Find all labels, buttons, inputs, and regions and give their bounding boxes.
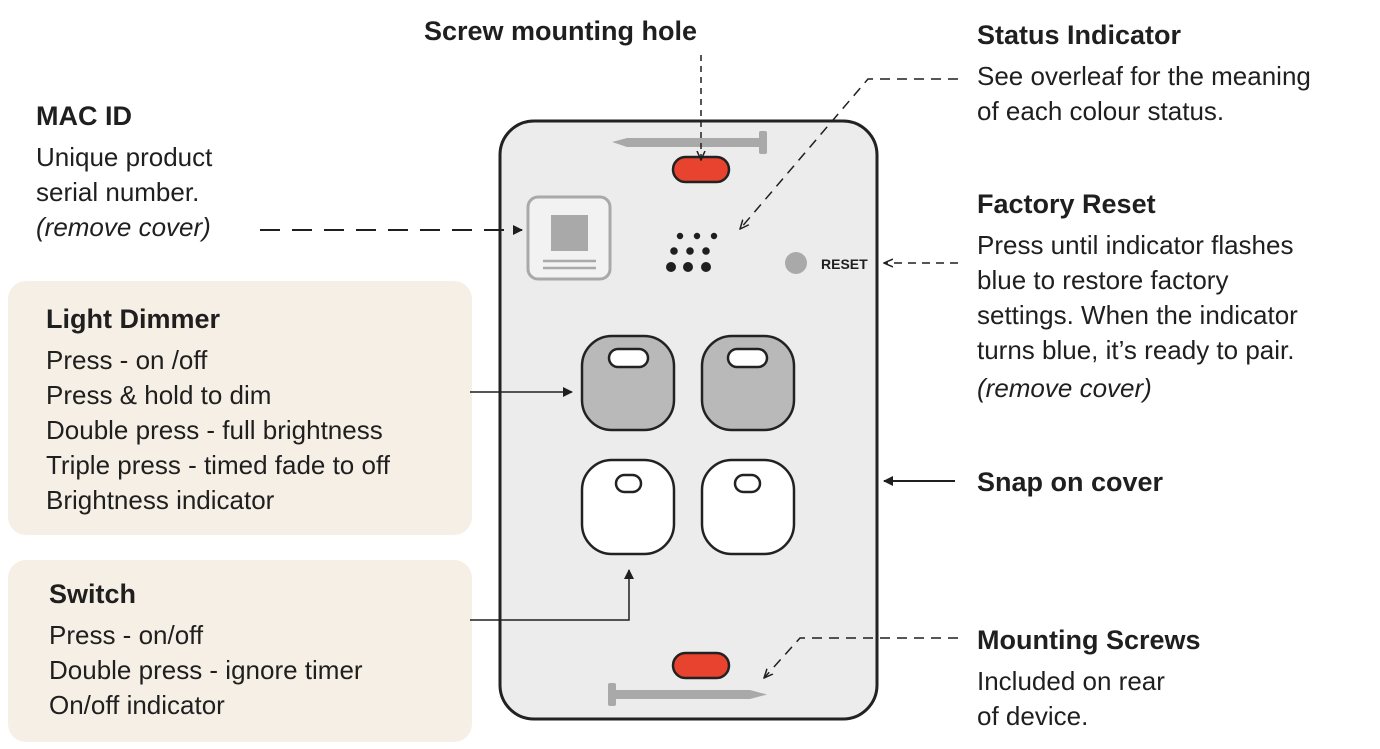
screw-icon [612,131,767,154]
factory-reset-note: (remove cover) [977,373,1152,403]
switch-title: Switch [49,579,137,609]
factory-reset-callout: Factory Reset Press until indicator flas… [977,188,1298,406]
mac-id-callout: MAC ID Unique product serial number. (re… [36,100,212,245]
mounting-screws-line: Included on rear [977,666,1165,696]
switch-line: Double press - ignore timer [49,655,363,685]
mounting-screws-title: Mounting Screws [977,625,1201,655]
reset-label: RESET [821,256,868,272]
factory-reset-line: settings. When the indicator [977,300,1298,330]
factory-reset-line: blue to restore factory [977,265,1229,295]
mac-id-line: Unique product [36,142,213,172]
light-dimmer-line: Press & hold to dim [46,380,272,410]
factory-reset-title: Factory Reset [977,189,1156,219]
status-indicator-callout: Status Indicator See overleaf for the me… [977,19,1311,129]
light-dimmer-callout: Light Dimmer Press - on /off Press & hol… [46,303,390,518]
switch-leader [470,569,634,621]
light-dimmer-line: Brightness indicator [46,485,275,515]
reset-button-icon [785,252,807,274]
mounting-hole-icon [671,651,731,680]
screw-icon [608,683,767,706]
mounting-hole-icon [671,155,731,184]
qr-label-icon [526,195,612,281]
dimmer-button-icon [700,334,796,432]
dimmer-button-icon [580,334,676,432]
mac-id-title: MAC ID [36,101,132,131]
light-dimmer-line: Double press - full brightness [46,415,383,445]
switch-button-icon [700,458,796,556]
factory-reset-line: Press until indicator flashes [977,230,1294,260]
snap-cover-title: Snap on cover [977,467,1164,497]
light-dimmer-title: Light Dimmer [46,304,221,334]
switch-button-icon [580,458,676,556]
status-indicator-line: of each colour status. [977,96,1225,126]
light-dimmer-panel [8,281,472,535]
status-indicator-title: Status Indicator [977,20,1182,50]
switch-callout: Switch Press - on/off Double press - ign… [49,578,363,723]
status-indicator-leader [740,78,958,229]
screw-hole-title: Screw mounting hole [424,16,698,46]
mac-id-note: (remove cover) [36,212,211,242]
light-dimmer-line: Triple press - timed fade to off [46,450,390,480]
mounting-screws-leader [764,637,958,678]
mac-id-line: serial number. [36,177,200,207]
sensor-dots-icon [666,232,718,272]
switch-line: Press - on/off [49,620,204,650]
mounting-screws-callout: Mounting Screws Included on rear of devi… [977,624,1201,734]
light-dimmer-line: Press - on /off [46,345,208,375]
mounting-screws-line: of device. [977,701,1089,731]
switch-line: On/off indicator [49,690,225,720]
status-indicator-line: See overleaf for the meaning [977,61,1311,91]
factory-reset-line: turns blue, it’s ready to pair. [977,335,1295,365]
switch-panel [8,560,472,742]
